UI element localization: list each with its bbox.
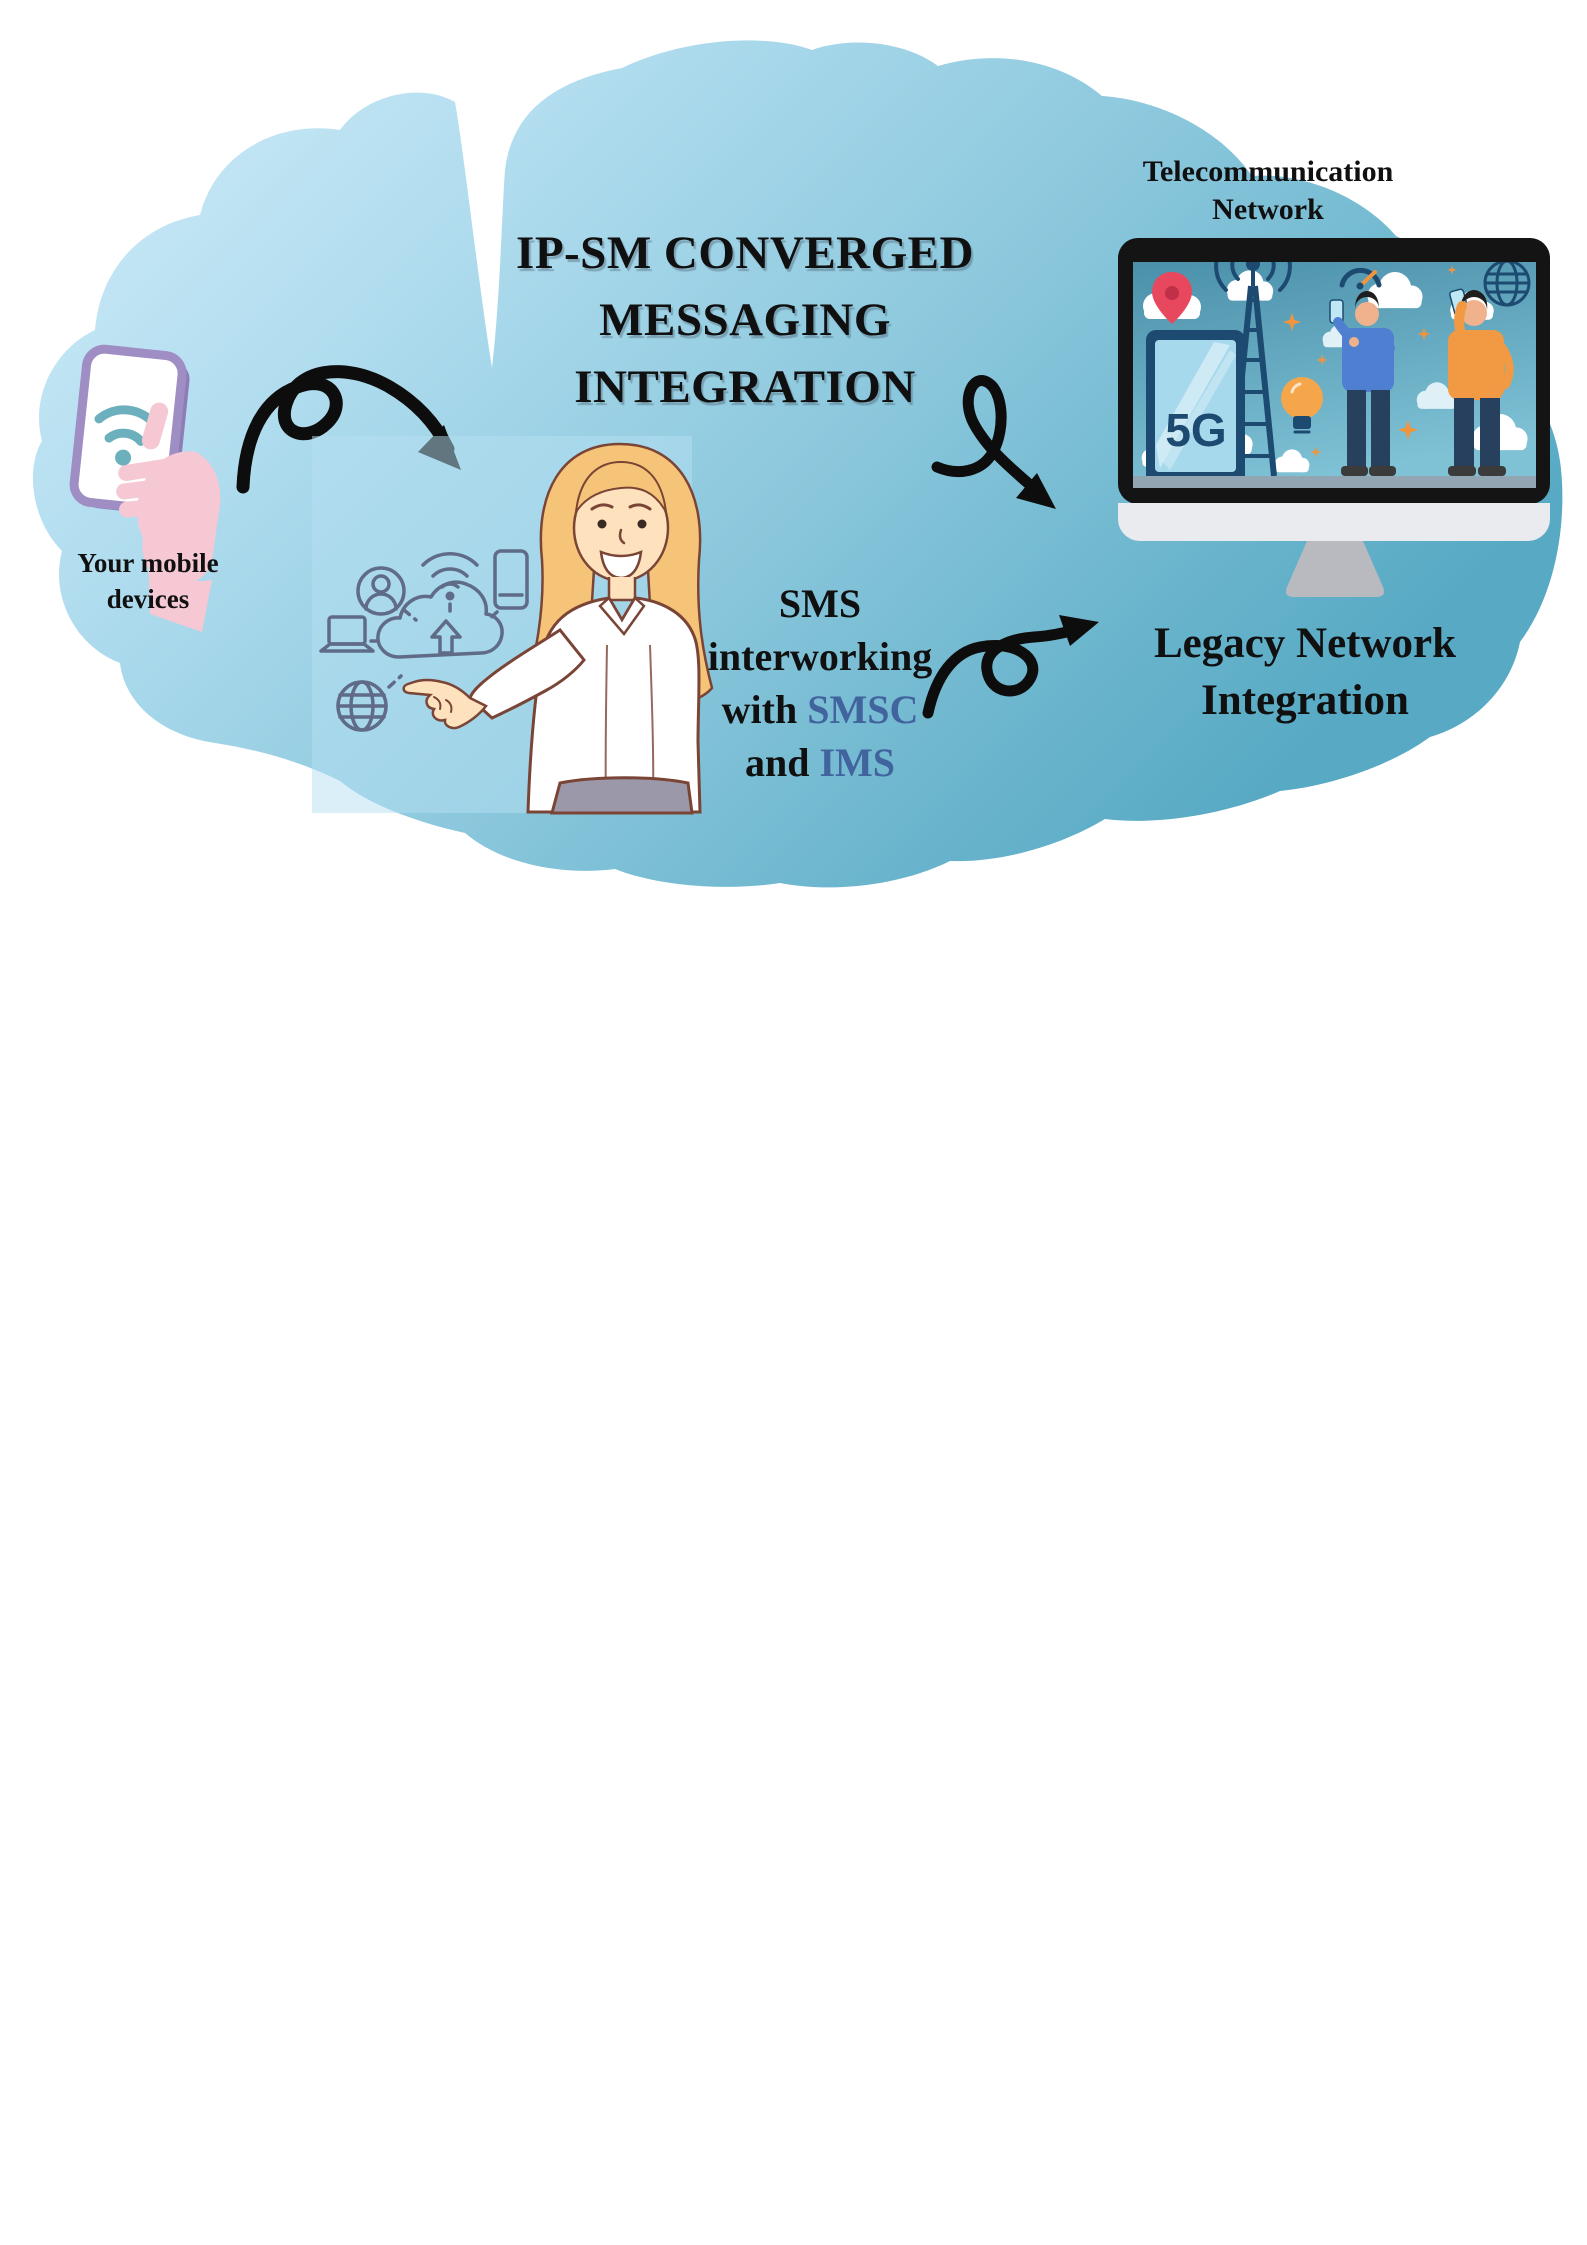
location-pin-icon xyxy=(1152,272,1192,324)
sms-text-line1: SMS xyxy=(778,581,862,626)
mobile-devices-label-line2: devices xyxy=(106,584,190,614)
5g-phone-icon: 5G xyxy=(1146,330,1245,488)
sms-text-line2: interworking xyxy=(707,634,933,679)
smartphone-outline-icon xyxy=(493,549,529,610)
woman-skirt xyxy=(550,776,694,815)
telecommunication-network-label: Telecommunication Network xyxy=(1108,153,1428,229)
telecom-label-line2: Network xyxy=(1212,193,1324,226)
ims-highlight: IMS xyxy=(819,740,896,785)
main-title: IP-SM CONVERGED MESSAGING INTEGRATION xyxy=(480,220,1010,421)
5g-label: 5G xyxy=(1165,404,1226,456)
globe-icon xyxy=(336,680,388,732)
monitor-chin xyxy=(1118,503,1550,541)
sms-text-line4: and IMS xyxy=(652,736,988,789)
sms-text-line4-prefix: and xyxy=(744,740,820,785)
person-blue-illustration xyxy=(1329,291,1396,476)
connector-dashes xyxy=(369,602,499,689)
hand-icon xyxy=(116,402,221,632)
arrow-sms-to-legacy-icon xyxy=(922,615,1099,719)
mobile-devices-label: Your mobile devices xyxy=(50,545,246,617)
monitor-stand xyxy=(1285,541,1385,597)
legacy-label-line1: Legacy Network xyxy=(1153,620,1457,667)
legacy-network-integration-label: Legacy Network Integration xyxy=(1090,615,1520,729)
smartphone-in-hand-icon xyxy=(69,344,221,632)
main-title-line3: INTEGRATION xyxy=(574,361,916,413)
globe-wireframe-icon xyxy=(1483,262,1531,307)
monitor-icon: 5G xyxy=(1118,238,1550,597)
sms-text-line3: with SMSC xyxy=(652,683,988,736)
arrow-title-to-monitor-icon xyxy=(931,375,1056,509)
main-title-line1: IP-SM CONVERGED xyxy=(516,227,974,279)
legacy-label-line2: Integration xyxy=(1201,677,1409,724)
sms-interworking-text: SMS interworking with SMSC and IMS xyxy=(652,577,988,789)
floating-icons xyxy=(319,549,529,732)
cloud-upload-icon xyxy=(376,580,504,659)
person-orange-illustration xyxy=(1448,288,1514,476)
main-title-line2: MESSAGING xyxy=(599,294,891,346)
speedometer-icon xyxy=(1339,267,1382,290)
lightbulb-icon xyxy=(1281,377,1323,434)
laptop-icon xyxy=(319,615,375,653)
user-circle-icon xyxy=(356,566,406,616)
mobile-devices-label-line1: Your mobile xyxy=(77,548,219,578)
woman-hand xyxy=(402,678,488,730)
sms-text-line3-prefix: with xyxy=(721,687,808,732)
smsc-highlight: SMSC xyxy=(807,687,919,732)
telecom-label-line1: Telecommunication xyxy=(1142,155,1394,188)
